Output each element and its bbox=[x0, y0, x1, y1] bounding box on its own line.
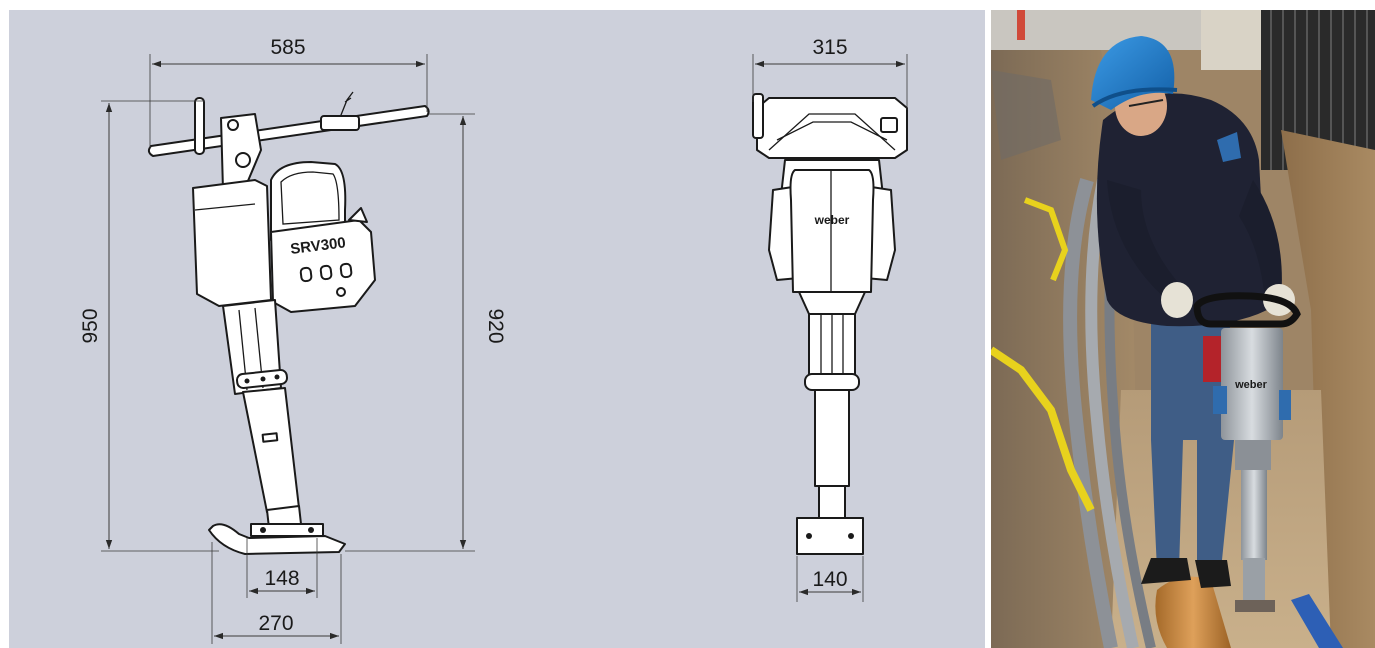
dim-label-140: 140 bbox=[812, 568, 847, 591]
front-left-grip bbox=[752, 93, 764, 139]
front-view-rammer: weber bbox=[752, 93, 908, 555]
side-engine-box bbox=[192, 179, 272, 307]
front-handle-frame bbox=[756, 97, 908, 159]
side-handle-bar bbox=[147, 105, 430, 157]
background-street bbox=[991, 10, 1201, 50]
blue-conduit bbox=[1291, 594, 1343, 648]
rammer-brand-label: weber bbox=[1234, 379, 1268, 391]
side-lower-tube bbox=[242, 387, 300, 513]
side-hinge-plate bbox=[220, 113, 262, 191]
side-view-dimensions: 585 950 920 148 270 bbox=[79, 36, 507, 644]
clay-pipe bbox=[1155, 576, 1231, 648]
side-hinge-pivot bbox=[235, 152, 251, 168]
worker-helmet bbox=[1091, 36, 1175, 110]
side-tamping-foot bbox=[208, 523, 346, 555]
dimension-drawing: SRV300 bbox=[79, 36, 908, 644]
front-view-dimensions: 315 140 bbox=[752, 36, 908, 602]
front-bellows-clamp bbox=[804, 373, 860, 391]
front-brand-label: weber bbox=[814, 213, 850, 227]
rammer-handle bbox=[1193, 292, 1301, 328]
side-model-label: SRV300 bbox=[289, 234, 346, 258]
side-grip-post bbox=[194, 97, 205, 155]
dim-label-585: 585 bbox=[270, 36, 305, 59]
dim-label-270: 270 bbox=[258, 612, 293, 635]
side-view-rammer: SRV300 bbox=[147, 91, 430, 555]
side-throttle-lever bbox=[338, 91, 354, 121]
worker-trench-illustration: weber bbox=[991, 10, 1375, 648]
rammer-guide-tube bbox=[1241, 470, 1267, 560]
dim-label-950: 950 bbox=[79, 308, 102, 343]
warning-tape-top bbox=[1023, 197, 1069, 282]
rammer-engine-housing bbox=[1221, 328, 1283, 440]
usage-photo: weber bbox=[991, 10, 1375, 648]
dim-label-148: 148 bbox=[264, 567, 299, 590]
trench-right-wall bbox=[1281, 130, 1375, 648]
rammer-foot bbox=[1235, 600, 1275, 612]
technical-drawing-panel: SRV300 bbox=[9, 10, 985, 648]
dim-label-920: 920 bbox=[484, 308, 507, 343]
worker-boot-right bbox=[1195, 560, 1231, 588]
side-foot-plate bbox=[250, 523, 324, 537]
front-engine-body bbox=[789, 169, 875, 293]
dim-label-315: 315 bbox=[812, 36, 847, 59]
side-hinge-bolt bbox=[227, 119, 239, 131]
cable-2 bbox=[1085, 178, 1139, 648]
worker-glove-left bbox=[1161, 282, 1193, 318]
warning-tape-bottom bbox=[991, 346, 1095, 512]
front-lower-tube bbox=[814, 389, 850, 487]
side-throttle-block bbox=[320, 115, 360, 131]
worker-boot-left bbox=[1141, 558, 1191, 584]
cable-1 bbox=[1063, 178, 1118, 648]
